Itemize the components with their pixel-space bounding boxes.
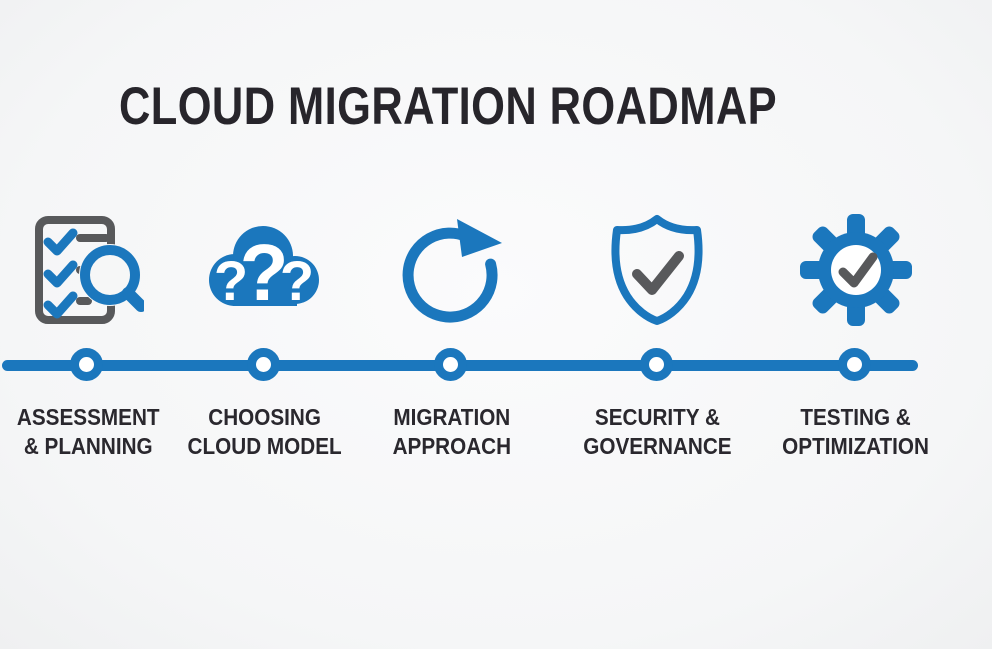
step-label-line2: OPTIMIZATION (782, 433, 930, 459)
question-mark-glyph: ? (214, 249, 248, 312)
timeline-node-3 (434, 348, 467, 381)
step-label: ASSESSMENT & PLANNING (17, 403, 160, 461)
step-label: SECURITY & GOVERNANCE (583, 403, 731, 461)
shield-check-icon (611, 215, 703, 325)
step-icon-box (607, 205, 707, 335)
question-mark-glyph: ? (240, 228, 289, 317)
step-label-line2: CLOUD MODEL (187, 433, 343, 459)
gear-check-icon (800, 214, 912, 326)
step-label-line2: APPROACH (392, 433, 512, 459)
roadmap-step-migration-approach: MIGRATION APPROACH (347, 205, 557, 461)
roadmap-step-testing-optimization: TESTING & OPTIMIZATION (751, 205, 961, 461)
step-icon-box: ? ? ? (203, 205, 327, 335)
timeline-node-2 (247, 348, 280, 381)
cycle-arrow-icon (402, 219, 502, 323)
step-label: MIGRATION APPROACH (393, 403, 511, 461)
step-label-line2: GOVERNANCE (582, 433, 732, 459)
step-icon-box (798, 205, 914, 335)
step-label: CHOOSING CLOUD MODEL (188, 403, 342, 461)
timeline-node-4 (640, 348, 673, 381)
step-icon-box (32, 205, 144, 335)
step-label: TESTING & OPTIMIZATION (783, 403, 930, 461)
question-mark-glyph: ? (280, 249, 314, 312)
step-label-line1: MIGRATION (393, 404, 511, 430)
step-label-line1: ASSESSMENT (16, 404, 160, 430)
timeline-node-5 (838, 348, 871, 381)
roadmap-step-assessment-planning: ASSESSMENT & PLANNING (0, 205, 193, 461)
checklist-search-icon (35, 216, 144, 324)
step-label-line1: TESTING & (800, 404, 912, 430)
step-label-line2: & PLANNING (23, 433, 153, 459)
roadmap-step-security-governance: SECURITY & GOVERNANCE (552, 205, 762, 461)
cloud-question-icon: ? ? ? (209, 226, 319, 317)
step-icon-box (397, 205, 507, 335)
step-label-line1: CHOOSING (208, 404, 322, 430)
roadmap-step-choosing-cloud-model: ? ? ? CHOOSING CLOUD MODEL (160, 205, 370, 461)
page-title: CLOUD MIGRATION ROADMAP (118, 77, 778, 136)
timeline-node-1 (70, 348, 103, 381)
step-label-line1: SECURITY & (594, 404, 720, 430)
